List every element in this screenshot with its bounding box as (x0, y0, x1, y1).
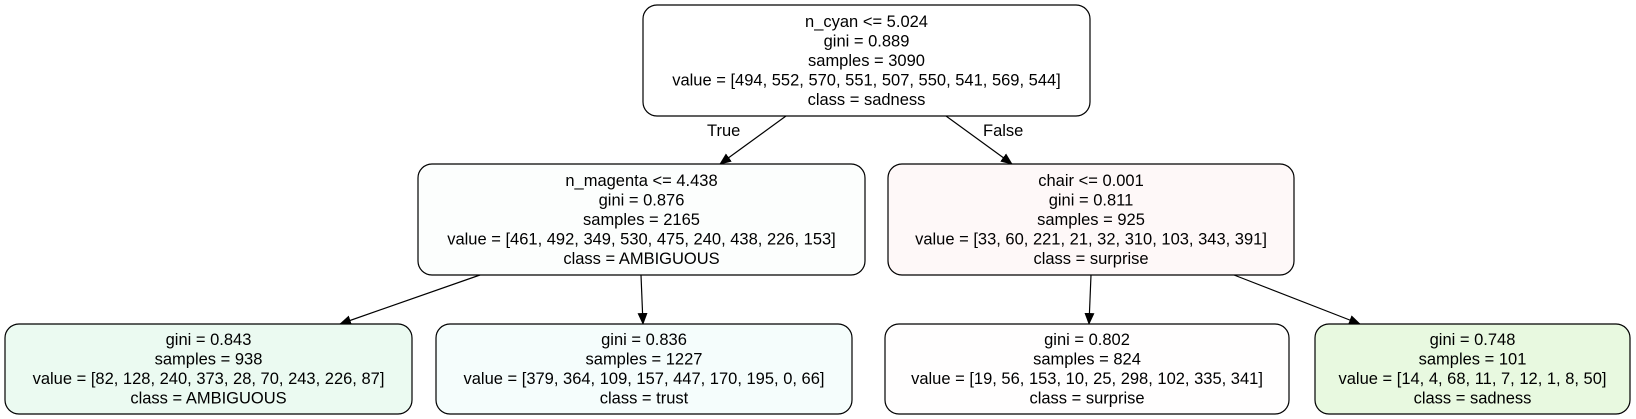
node-rr-line-1: samples = 101 (1419, 351, 1527, 369)
edge-root-to-right (945, 115, 1013, 165)
node-left-line-0: n_magenta <= 4.438 (565, 172, 717, 190)
edge-right-to-rr (1233, 274, 1361, 325)
node-box-rl (884, 323, 1290, 415)
node-right-line-0: chair <= 0.001 (1038, 172, 1144, 190)
node-left-line-3: value = [461, 492, 349, 530, 475, 240, 4… (447, 230, 836, 248)
node-rl-line-1: samples = 824 (1033, 351, 1141, 369)
node-right-line-3: value = [33, 60, 221, 21, 32, 310, 103, … (915, 230, 1267, 248)
node-rl-line-3: class = surprise (1029, 390, 1144, 408)
node-box-lr (435, 323, 853, 415)
edges-layer: True False (339, 115, 1361, 326)
node-lr-line-3: class = trust (600, 390, 689, 408)
edge-root-to-left (719, 115, 787, 165)
node-box-root (642, 4, 1091, 117)
node-rl-line-2: value = [19, 56, 153, 10, 25, 298, 102, … (911, 370, 1263, 388)
node-box-rr (1314, 323, 1631, 415)
node-root-line-4: class = sadness (808, 91, 926, 109)
edge-label-true: True (707, 122, 740, 140)
node-root-line-2: samples = 3090 (808, 52, 925, 70)
node-root-line-3: value = [494, 552, 570, 551, 507, 550, 5… (672, 71, 1061, 89)
node-left-line-1: gini = 0.876 (599, 191, 685, 209)
node-right-line-4: class = surprise (1033, 250, 1148, 268)
edge-right-to-rl (1084, 274, 1095, 325)
edge-left-to-lr (637, 274, 648, 325)
node-rr-line-3: class = sadness (1414, 390, 1532, 408)
node-box-left (417, 163, 866, 276)
node-rr-line-2: value = [14, 4, 68, 11, 7, 12, 1, 8, 50] (1338, 370, 1606, 388)
node-ll-line-2: value = [82, 128, 240, 373, 28, 70, 243,… (33, 370, 385, 388)
node-left-line-2: samples = 2165 (583, 211, 700, 229)
node-lr-line-0: gini = 0.836 (601, 331, 687, 349)
node-right-line-2: samples = 925 (1037, 211, 1145, 229)
node-root-line-1: gini = 0.889 (824, 32, 910, 50)
edge-left-to-ll (339, 274, 481, 326)
node-box-right (887, 163, 1295, 276)
node-ll-line-3: class = AMBIGUOUS (130, 390, 286, 408)
edge-label-false: False (983, 122, 1023, 140)
node-right-line-1: gini = 0.811 (1049, 191, 1134, 209)
node-lr-line-1: samples = 1227 (586, 351, 703, 369)
node-rr-line-0: gini = 0.748 (1430, 331, 1516, 349)
node-lr-line-2: value = [379, 364, 109, 157, 447, 170, 1… (463, 370, 824, 388)
node-left-line-4: class = AMBIGUOUS (563, 250, 719, 268)
node-ll-line-1: samples = 938 (155, 351, 263, 369)
node-root-line-0: n_cyan <= 5.024 (805, 13, 928, 31)
node-ll-line-0: gini = 0.843 (166, 331, 252, 349)
node-rl-line-0: gini = 0.802 (1044, 331, 1130, 349)
node-box-ll (4, 323, 413, 415)
